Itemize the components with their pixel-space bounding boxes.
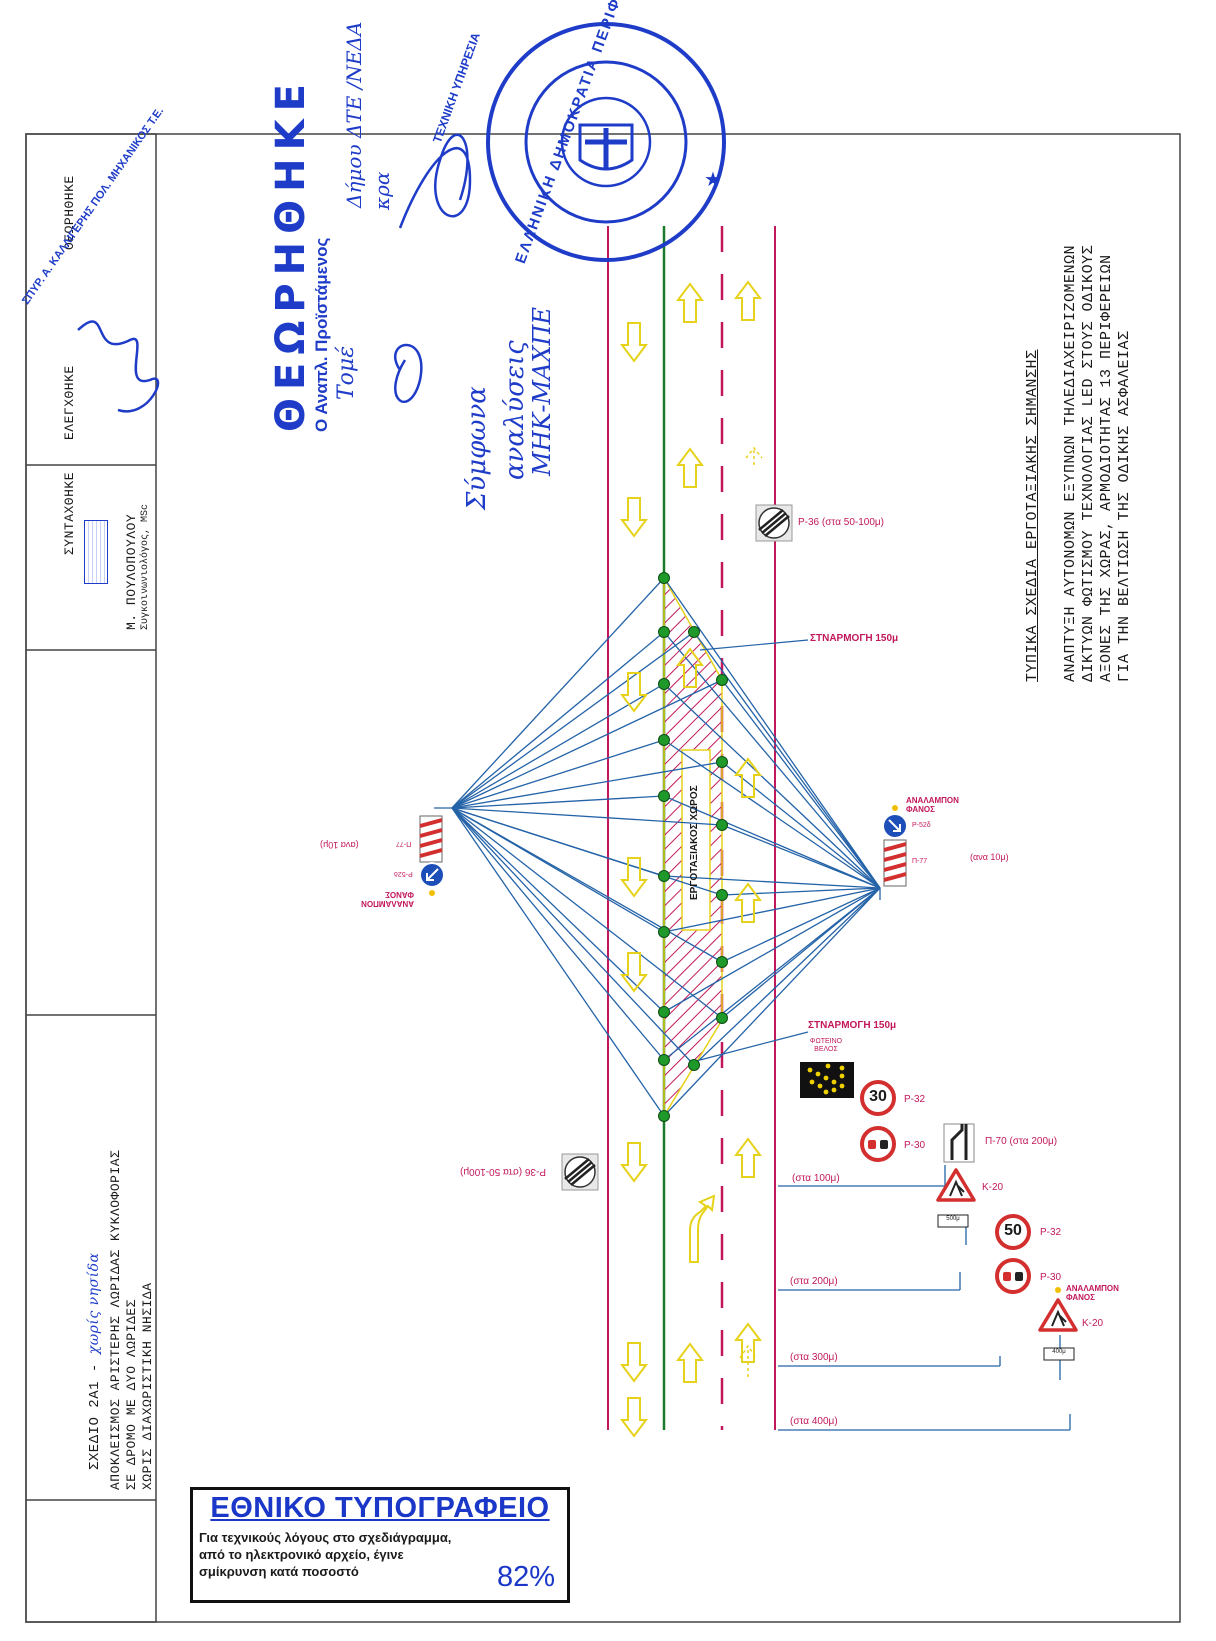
- project-line-4: ΓΙΑ ΤΗΝ ΒΕΛΤΙΩΣΗ ΤΗΣ ΟΔΙΚΗΣ ΑΣΦΑΛΕΙΑΣ: [1116, 330, 1133, 682]
- project-line-2: ΔΙΚΤΥΩΝ ΦΩΤΙΣΜΟΥ ΤΕΧΝΟΛΟΓΙΑΣ LED ΣΤΟΥΣ Ο…: [1080, 244, 1097, 682]
- p32-b-label: Ρ-32: [1040, 1227, 1062, 1238]
- distance-200-label: (στα 200μ): [790, 1276, 838, 1287]
- taper-label-top: ΣΤΝΑΡΜΟΓΗ 150μ: [810, 633, 899, 644]
- p36-bottom-label: Ρ-36 (στα 50-100μ): [460, 1166, 547, 1177]
- drawing-description-3: ΧΩΡΙΣ ΔΙΑΧΩΡΙΣΤΙΚΗ ΝΗΣΙΔΑ: [140, 1282, 155, 1490]
- sign-arrow-board: [800, 1062, 854, 1098]
- leader-taper-top: [699, 639, 809, 651]
- lane-arrows: [621, 281, 763, 1437]
- speed-30-text: 30: [869, 1088, 887, 1105]
- work-zone-box: [681, 749, 711, 931]
- p52-left-label: Ρ-52δ: [394, 870, 413, 877]
- sign-right-barrier: [879, 805, 908, 900]
- work-zone-label: ΕΡΓΟΤΑΞΙΑΚΟΣ ΧΩΡΟΣ: [689, 785, 700, 900]
- every10-left-label: (ανα 10μ): [320, 840, 359, 850]
- seal-stamp: ★: [486, 22, 726, 262]
- p70-label: Π-70 (στα 200μ): [985, 1136, 1058, 1147]
- project-line-1: ΑΝΑΠΤΥΞΗ ΑΥΤΟΝΟΜΩΝ ΕΞΥΠΝΩΝ ΤΗΛΕΔΙΑΧΕΙΡΙΖ…: [1062, 244, 1079, 682]
- notice-line-3: σμίκρυνση κατά ποσοστό: [199, 1564, 359, 1579]
- drawing-description-2: ΣΕ ΔΡΟΜΟ ΜΕ ΔΥΟ ΛΩΡΙΔΕΣ: [124, 1299, 139, 1490]
- printing-office-notice: ΕΘΝΙΚΟ ΤΥΠΟΓΡΑΦΕΙΟ Για τεχνικούς λόγους …: [190, 1487, 570, 1603]
- notice-title: ΕΘΝΙΚΟ ΤΥΠΟΓΡΑΦΕΙΟ: [210, 1492, 550, 1524]
- p30-b-label: Ρ-30: [1040, 1272, 1062, 1283]
- p32-a-label: Ρ-32: [904, 1094, 926, 1105]
- compiler-stamp-box: [84, 520, 108, 584]
- hand-note-4: Τομέ: [334, 345, 359, 400]
- sign-speed-30: [860, 1080, 896, 1116]
- hand-note-2: αναλύσεις: [500, 340, 530, 480]
- notice-line-1: Για τεχνικούς λόγους στο σχεδιάγραμμα,: [199, 1530, 452, 1545]
- compiled-label: ΣΥΝΤΑΧΘΗΚΕ: [62, 471, 77, 555]
- guide-lines-left: [451, 577, 723, 1117]
- drawing-description-1: ΑΠΟΚΛΕΙΣΜΟΣ ΑΡΙΣΤΕΡΗΣ ΛΩΡΙΔΑΣ ΚΥΚΛΟΦΟΡΙΑ…: [108, 1149, 123, 1490]
- notice-body: Για τεχνικούς λόγους στο σχεδιάγραμμα, α…: [193, 1529, 467, 1580]
- drawing-number: ΣΧΕΔΙΟ 2Α1 - χωρίς νησίδα: [86, 1252, 103, 1470]
- flash-right-label: ΑΝΑΛΑΜΠΟΝ ΦΑΝΟΣ: [906, 796, 959, 814]
- reviewed-stamp: ΘΕΩΡΗΘΗΚΕ: [268, 76, 314, 432]
- compiler-title: Συγκοινωνιολόγος, MSc: [140, 503, 151, 630]
- notice-line-2: από το ηλεκτρονικό αρχείο, έγινε: [199, 1547, 404, 1562]
- flash-bottom-label: ΑΝΑΛΑΜΠΟΝ ΦΑΝΟΣ: [1066, 1284, 1119, 1302]
- notice-percent: 82%: [496, 1561, 555, 1593]
- sign-roadworks-b: [1038, 1287, 1078, 1361]
- signature-scribbles: [77, 133, 472, 413]
- deputy-stamp: Ο Αναπλ. Προϊστάμενος: [312, 237, 331, 432]
- project-line-3: ΑΞΟΝΕΣ ΤΗΣ ΧΩΡΑΣ, ΑΡΜΟΔΙΟΤΗΤΑΣ 13 ΠΕΡΙΦΕ…: [1098, 254, 1115, 682]
- k20-b-label: Κ-20: [1082, 1318, 1104, 1329]
- hand-note-1: Σύμφωνα: [462, 386, 492, 510]
- p77-right-label: Π-77: [912, 858, 928, 865]
- distance-400-label: (στα 400μ): [790, 1416, 838, 1427]
- distance-leaders: [778, 1165, 1071, 1431]
- p77-left-label: Π-77: [396, 840, 412, 847]
- plate-b-text: 400μ: [1052, 1349, 1066, 1355]
- k20-a-label: Κ-20: [982, 1182, 1004, 1193]
- drawing-number-hand: χωρίς νησίδα: [86, 1252, 102, 1355]
- arrow-board-label: ΦΩΤΕΙΝΟ ΒΕΛΟΣ: [809, 1038, 843, 1053]
- hand-note-5: Δήμου ΔΤΕ /ΝΕΔΑ: [342, 21, 366, 208]
- sign-roadworks-a: [936, 1168, 976, 1228]
- taper-label-bottom: ΣΤΝΑΡΜΟΓΗ 150μ: [808, 1020, 897, 1031]
- guide-lines-right: [663, 577, 881, 1117]
- hand-note-6: κρα: [370, 171, 394, 210]
- sign-left-barrier: [419, 807, 452, 896]
- sign-speed-50: [995, 1214, 1031, 1250]
- svg-text:★: ★: [704, 167, 722, 191]
- outer-frame: [25, 133, 1181, 1623]
- compiler-name: Μ. ΠΟΥΛΟΠΟΥΛΟΥ: [124, 513, 139, 630]
- flash-left-label: ΑΝΑΛΑΜΠΟΝ ΦΑΝΟΣ: [361, 890, 414, 908]
- distance-100-label: (στα 100μ): [792, 1173, 840, 1184]
- sign-no-overtaking-a: [860, 1126, 896, 1162]
- hand-note-3: ΜΗΚ-ΜΑΧΠΕ: [528, 307, 556, 476]
- p30-a-label: Ρ-30: [904, 1140, 926, 1151]
- title-block-frame: [25, 133, 157, 1623]
- speed-50-text: 50: [1004, 1222, 1022, 1239]
- checked-label: ΕΛΕΓΧΘΗΚΕ: [62, 365, 77, 440]
- project-heading: ΤΥΠΙΚΑ ΣΧΕΔΙΑ ΕΡΓΟΤΑΞΙΑΚΗΣ ΣΗΜΑΝΣΗΣ: [1024, 349, 1041, 682]
- sign-p36-top: [755, 504, 793, 542]
- p52-right-label: Ρ-52δ: [912, 822, 931, 829]
- sign-no-overtaking-b: [995, 1258, 1031, 1294]
- sign-lane-merge: [943, 1123, 975, 1163]
- plate-a-text: 500μ: [946, 1216, 960, 1222]
- cones: [658, 572, 728, 1122]
- sign-p36-bottom: [561, 1153, 599, 1191]
- every10-right-label: (ανα 10μ): [970, 852, 1009, 862]
- distance-300-label: (στα 300μ): [790, 1352, 838, 1363]
- leader-taper-bottom: [699, 1031, 809, 1061]
- p36-top-label: Ρ-36 (στα 50-100μ): [798, 517, 885, 528]
